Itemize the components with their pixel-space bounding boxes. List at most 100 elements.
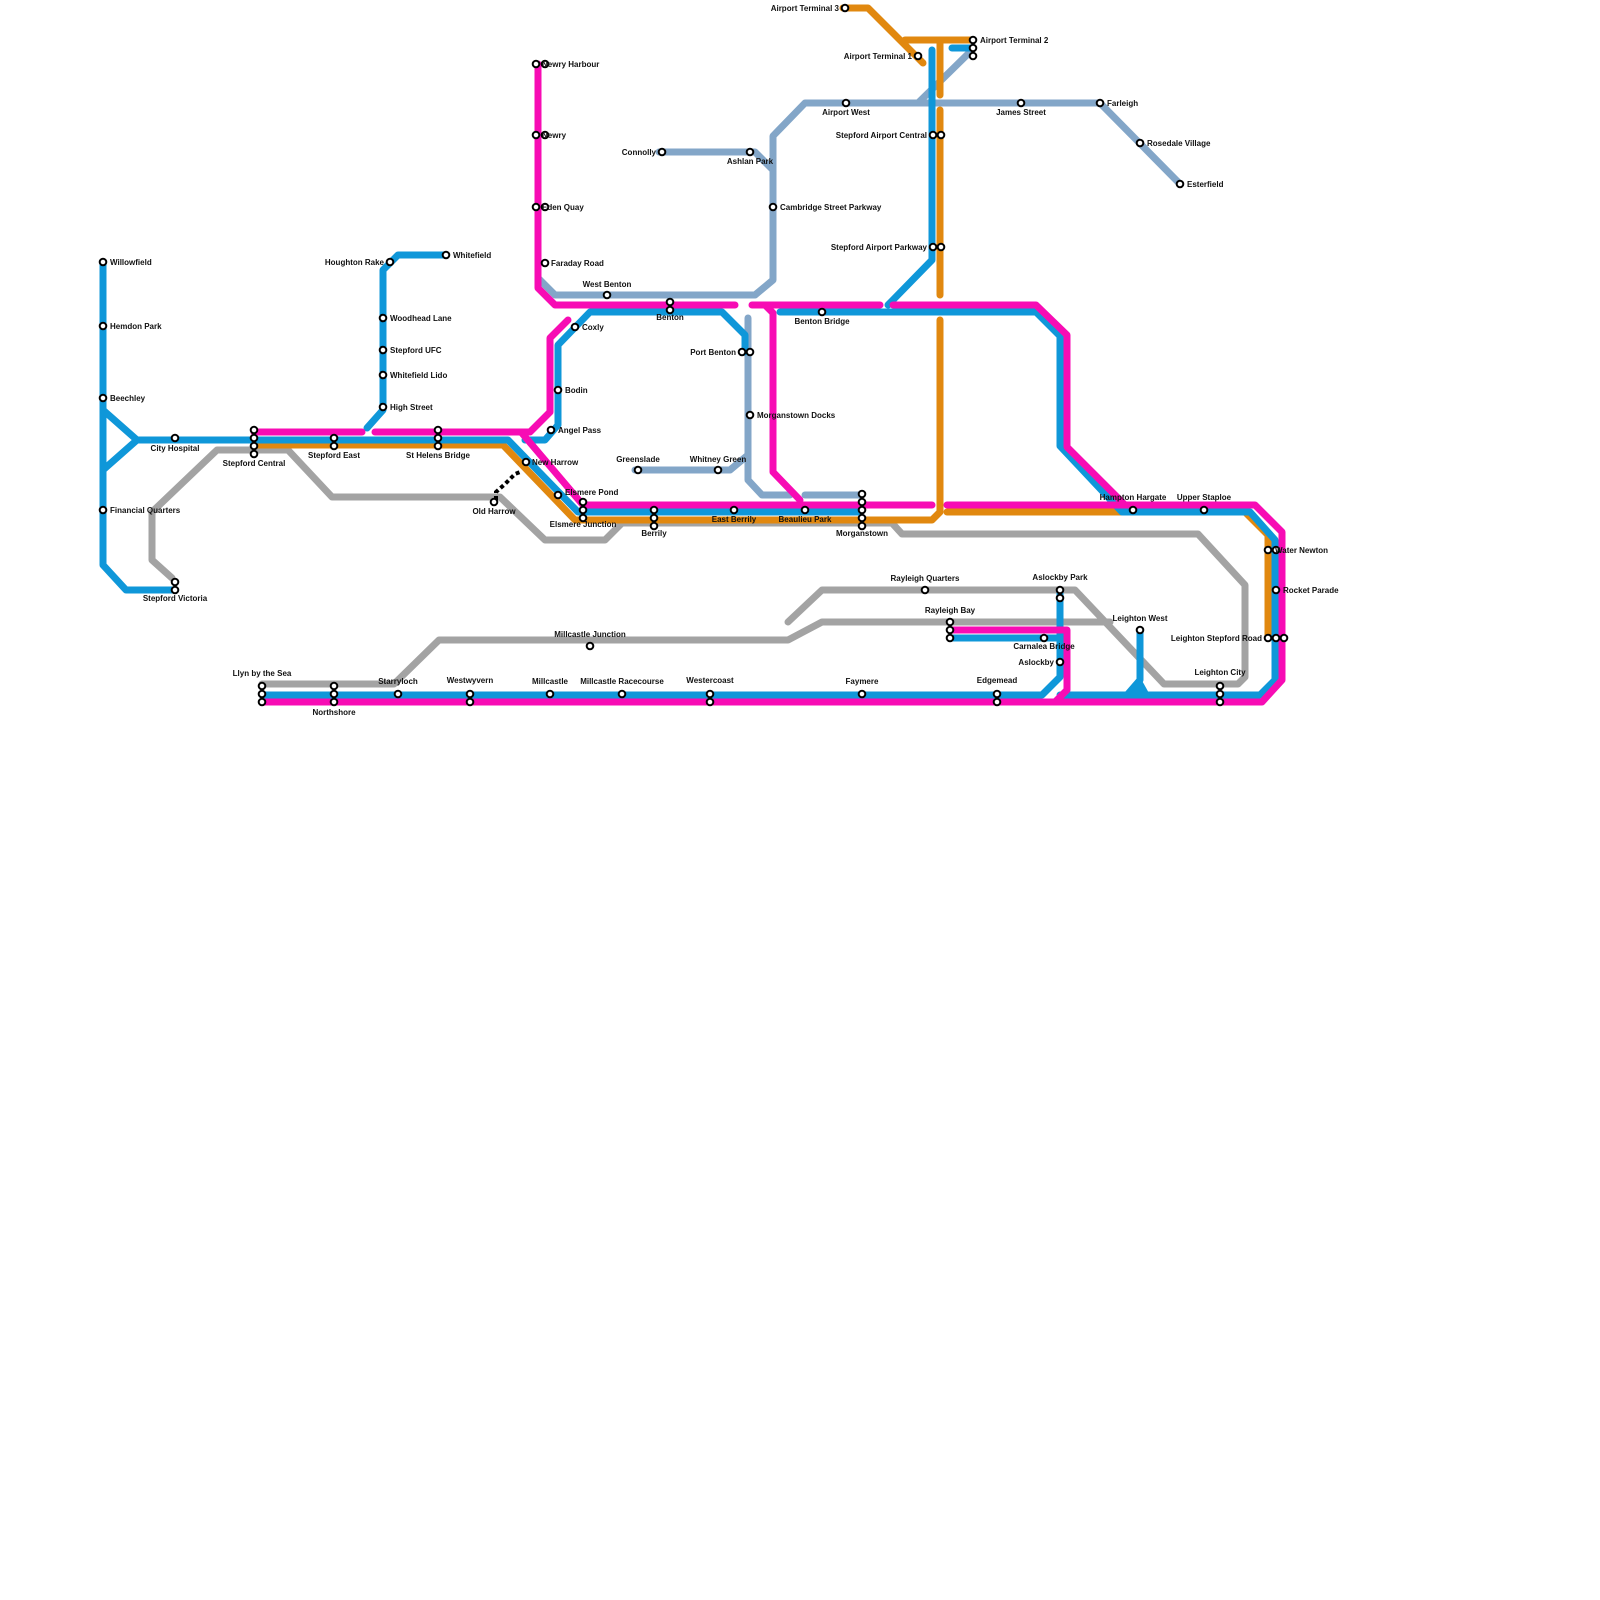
station-marker-berrily[interactable] [651,507,658,514]
station-marker-st-helens-bridge-2[interactable] [435,435,442,442]
station-marker-st-helens-bridge-3[interactable] [435,443,442,450]
station-marker-leighton-stepford-road[interactable] [1265,635,1272,642]
station-marker-berrily-2[interactable] [651,515,658,522]
station-marker-starryloch[interactable] [395,691,402,698]
station-marker-benton-bridge[interactable] [819,309,826,316]
station-marker-rayleigh-quarters[interactable] [922,587,929,594]
station-marker-high-street[interactable] [380,404,387,411]
station-marker-stepford-airport-parkway[interactable] [930,244,937,251]
station-marker-port-benton[interactable] [739,349,746,356]
station-marker-westercoast-2[interactable] [707,699,714,706]
station-marker-hemdon-park[interactable] [100,323,107,330]
station-marker-woodhead-lane[interactable] [380,315,387,322]
station-marker-stepford-airport-central-2[interactable] [938,132,945,139]
station-marker-stepford-victoria[interactable] [172,579,179,586]
station-marker-esterfield[interactable] [1177,181,1184,188]
station-marker-airport-terminal-2[interactable] [970,37,977,44]
station-marker-coxly[interactable] [572,324,579,331]
station-marker-llyn-by-the-sea-2[interactable] [259,691,266,698]
station-marker-james-street[interactable] [1018,100,1025,107]
station-marker-morganstown-4[interactable] [859,515,866,522]
station-marker-faymere[interactable] [859,691,866,698]
station-marker-old-harrow[interactable] [491,499,498,506]
station-marker-port-benton-2[interactable] [747,349,754,356]
station-marker-leighton-city-3[interactable] [1217,699,1224,706]
station-marker-whitefield-lido[interactable] [380,372,387,379]
station-marker-airport-terminal-1[interactable] [915,53,922,60]
station-marker-airport-terminal-2-3[interactable] [970,53,977,60]
station-marker-stepford-east[interactable] [331,435,338,442]
station-marker-westwyvern[interactable] [467,691,474,698]
station-marker-stepford-east-2[interactable] [331,443,338,450]
station-marker-farleigh[interactable] [1097,100,1104,107]
station-marker-hampton-hargate[interactable] [1130,507,1137,514]
station-marker-leighton-stepford-road-2[interactable] [1273,635,1280,642]
station-marker-northshore-3[interactable] [331,699,338,706]
station-marker-northshore[interactable] [331,683,338,690]
station-marker-morganstown[interactable] [859,491,866,498]
station-marker-edgemead-2[interactable] [994,699,1001,706]
station-marker-beaulieu-park[interactable] [802,507,809,514]
station-marker-carnalea-bridge[interactable] [1041,635,1048,642]
station-marker-upper-staploe[interactable] [1201,507,1208,514]
station-marker-financial-quarters[interactable] [100,507,107,514]
station-marker-stepford-central-3[interactable] [251,443,258,450]
station-marker-leighton-stepford-road-3[interactable] [1281,635,1288,642]
station-marker-houghton-rake[interactable] [387,259,394,266]
station-marker-connolly[interactable] [659,149,666,156]
station-marker-llyn-by-the-sea[interactable] [259,683,266,690]
station-marker-faraday-road[interactable] [542,260,549,267]
station-marker-elsmere-junction[interactable] [580,499,587,506]
station-marker-water-newton[interactable] [1265,547,1272,554]
station-marker-beechley[interactable] [100,395,107,402]
station-marker-aslockby-park-2[interactable] [1057,595,1064,602]
station-marker-whitefield[interactable] [443,252,450,259]
station-marker-west-benton[interactable] [604,292,611,299]
station-marker-rosedale-village[interactable] [1137,140,1144,147]
station-marker-greenslade[interactable] [635,467,642,474]
station-marker-st-helens-bridge[interactable] [435,427,442,434]
station-marker-leighton-city[interactable] [1217,683,1224,690]
station-marker-rayleigh-bay[interactable] [947,619,954,626]
station-marker-bodin[interactable] [555,387,562,394]
station-marker-northshore-2[interactable] [331,691,338,698]
station-marker-rayleigh-bay-2[interactable] [947,627,954,634]
station-marker-airport-terminal-2-2[interactable] [970,45,977,52]
station-marker-whitney-green[interactable] [715,467,722,474]
station-marker-stepford-ufc[interactable] [380,347,387,354]
station-marker-aslockby-park[interactable] [1057,587,1064,594]
station-marker-airport-west[interactable] [843,100,850,107]
station-marker-leighton-west[interactable] [1137,627,1144,634]
station-marker-westwyvern-2[interactable] [467,699,474,706]
station-marker-elsmere-pond[interactable] [555,492,562,499]
station-marker-city-hospital[interactable] [172,435,179,442]
station-marker-ashlan-park[interactable] [747,149,754,156]
station-marker-new-harrow[interactable] [523,459,530,466]
station-marker-morganstown-docks[interactable] [747,412,754,419]
station-marker-rayleigh-bay-3[interactable] [947,635,954,642]
station-marker-eden-quay[interactable] [533,204,540,211]
station-marker-morganstown-2[interactable] [859,499,866,506]
station-marker-cambridge-street-parkway[interactable] [770,204,777,211]
station-marker-stepford-victoria-2[interactable] [172,587,179,594]
station-marker-stepford-central-4[interactable] [251,451,258,458]
station-marker-leighton-city-2[interactable] [1217,691,1224,698]
station-marker-stepford-central[interactable] [251,427,258,434]
station-marker-morganstown-3[interactable] [859,507,866,514]
station-marker-airport-terminal-3[interactable] [842,5,849,12]
station-marker-westercoast[interactable] [707,691,714,698]
station-marker-aslockby[interactable] [1057,659,1064,666]
station-marker-angel-pass[interactable] [548,427,555,434]
station-marker-llyn-by-the-sea-3[interactable] [259,699,266,706]
station-marker-stepford-central-2[interactable] [251,435,258,442]
station-marker-millcastle-junction[interactable] [587,643,594,650]
station-marker-millcastle-racecourse[interactable] [619,691,626,698]
station-marker-willowfield[interactable] [100,259,107,266]
station-marker-stepford-airport-parkway-2[interactable] [938,244,945,251]
station-marker-rocket-parade[interactable] [1273,587,1280,594]
station-marker-newry-harbour[interactable] [533,61,540,68]
station-marker-east-berrily[interactable] [731,507,738,514]
station-marker-stepford-airport-central[interactable] [930,132,937,139]
station-marker-newry[interactable] [533,132,540,139]
station-marker-edgemead[interactable] [994,691,1001,698]
